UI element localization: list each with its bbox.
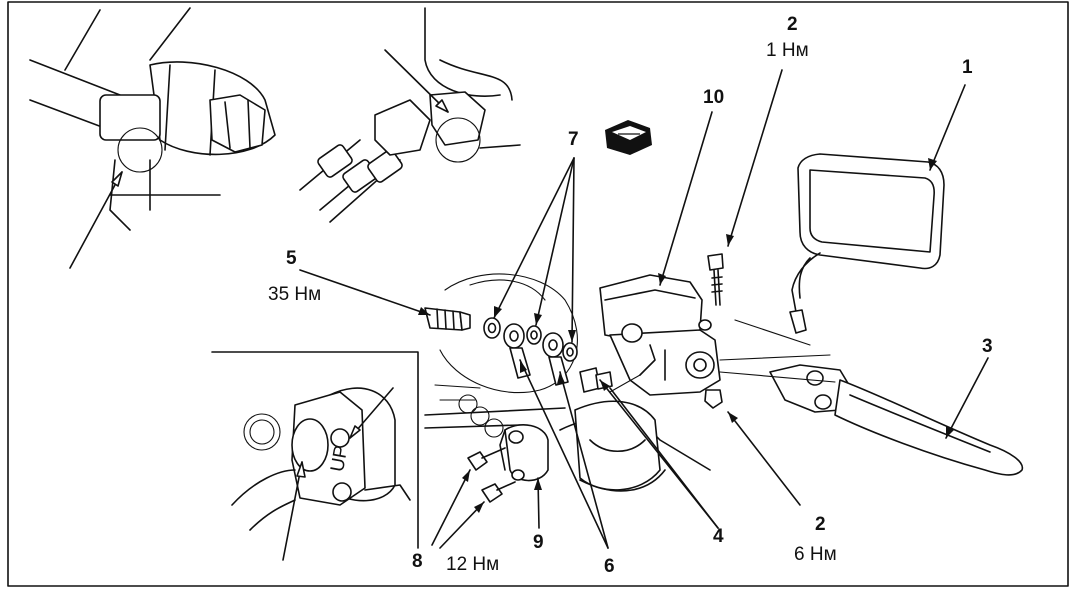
callout-labels: 1 2 1 Нм 3 4 5 35 Нм 6 7 8 12 Нм 9 10 2 … <box>268 14 993 577</box>
callout-2-top-number: 2 <box>787 14 798 35</box>
callout-2-bottom-number: 2 <box>815 514 826 535</box>
grease-icon <box>605 120 652 155</box>
handlebar <box>424 400 711 492</box>
diagram-frame <box>7 1 1069 587</box>
callout-2-bottom-torque: 6 Нм <box>794 544 837 565</box>
up-mark-text: UP <box>327 444 352 474</box>
callout-4-number: 4 <box>713 526 724 547</box>
brake-lever-part-3 <box>769 364 1024 476</box>
callout-5-torque: 35 Нм <box>268 284 321 305</box>
pivot-nut-part-2-bottom <box>704 389 723 409</box>
callout-9-number: 9 <box>533 532 544 553</box>
banjo-bolt-part-5 <box>424 307 471 331</box>
clamp-part-9 <box>499 424 549 482</box>
callout-5-number: 5 <box>286 248 297 269</box>
callout-8-number: 8 <box>412 551 423 572</box>
mirror-part-1 <box>789 153 945 334</box>
cap-screw-part-2-top <box>707 253 724 306</box>
brake-switch-bits <box>579 367 613 393</box>
callout-2-top-torque: 1 Нм <box>766 40 809 61</box>
alignment-lines <box>609 319 836 393</box>
leader-arrows <box>299 69 989 549</box>
inset-top-middle-hoses <box>299 7 521 223</box>
callout-6-number: 6 <box>604 556 615 577</box>
callout-3-number: 3 <box>982 336 993 357</box>
sealing-washers-part-7 <box>483 317 578 362</box>
callout-8-torque: 12 Нм <box>446 554 499 575</box>
master-cylinder-part-10 <box>599 274 721 396</box>
callout-1-number: 1 <box>962 57 973 78</box>
callout-7-number: 7 <box>568 129 579 150</box>
callout-10-number: 10 <box>703 87 724 108</box>
inset-top-left-fitting <box>29 7 276 269</box>
inset-bottom-left-clamp: UP <box>211 351 419 561</box>
clamp-bolts-part-8 <box>458 394 516 503</box>
